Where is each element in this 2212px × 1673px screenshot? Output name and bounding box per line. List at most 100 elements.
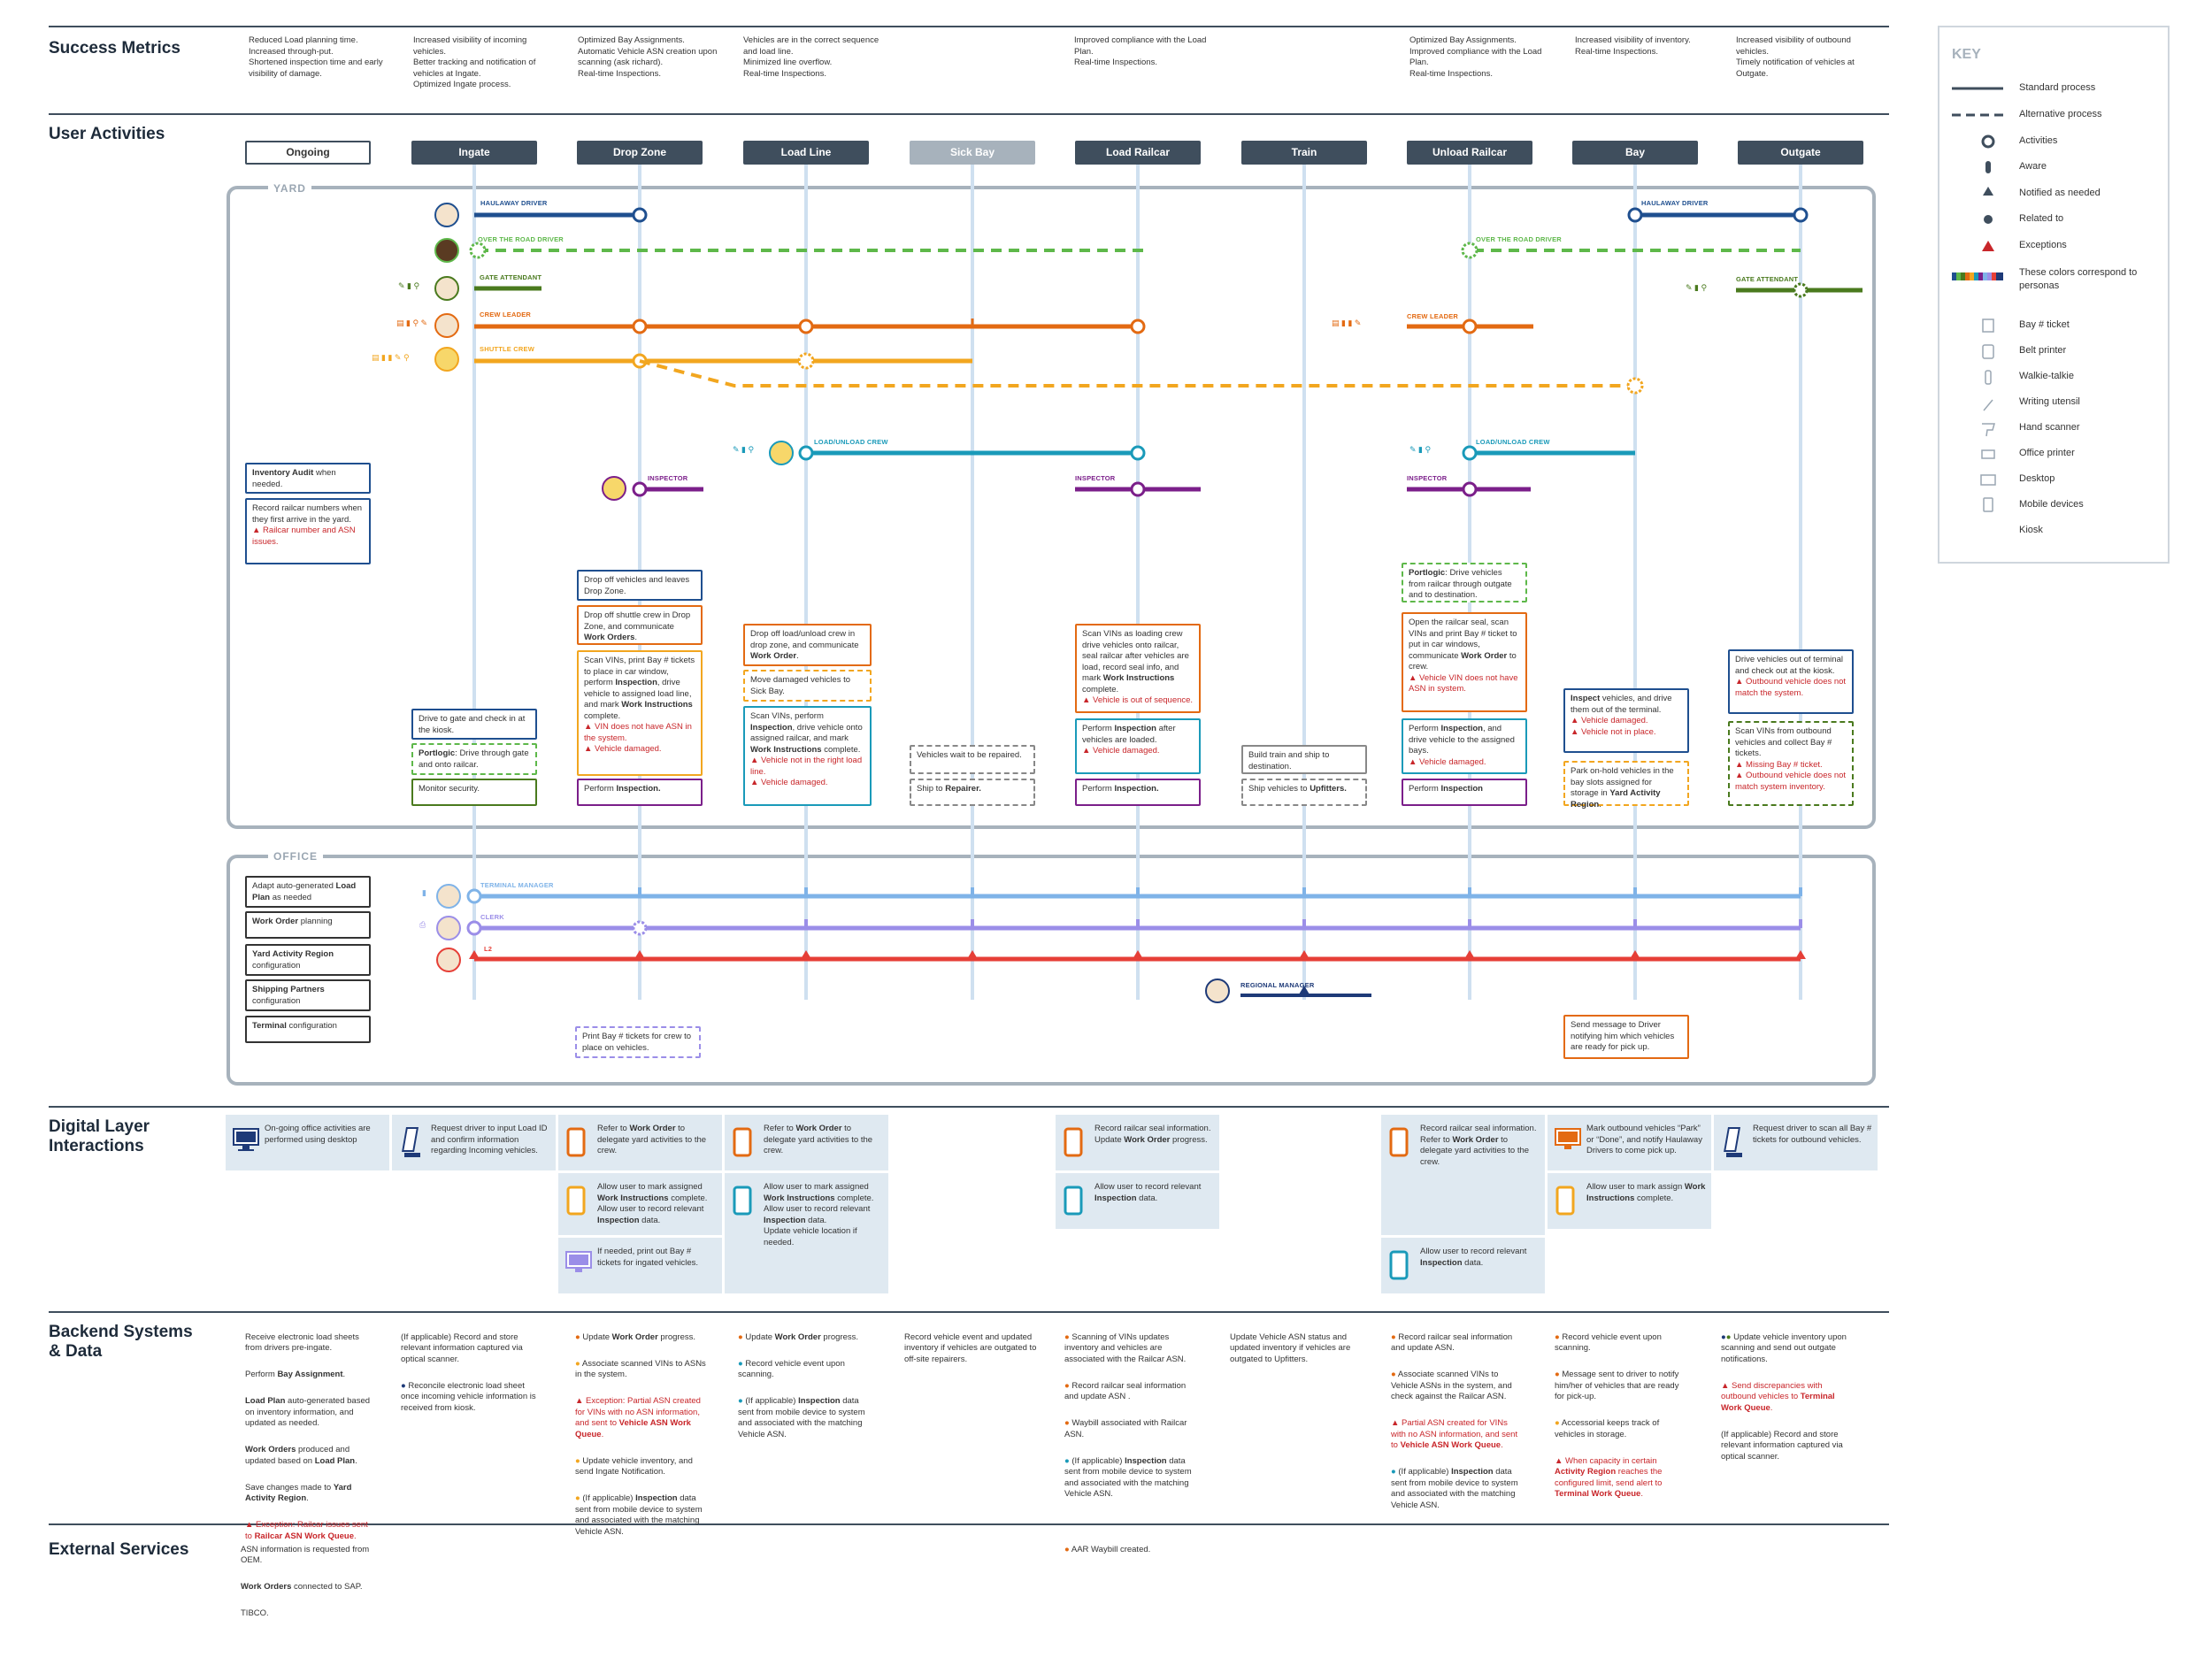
key-mobile: Mobile devices (2019, 499, 2084, 510)
digital-dz-work-instructions: Allow user to mark assigned Work Instruc… (558, 1173, 722, 1235)
kiosk-icon (399, 1127, 426, 1163)
clerk-printer-icon: ⎙ (419, 920, 426, 930)
persona-shuttle-label: SHUTTLE CREW (480, 345, 534, 353)
activity-inventory-audit: Inventory Audit when needed. (245, 463, 371, 494)
key-aware: Aware (2019, 161, 2047, 172)
key-standard: Standard process (2019, 82, 2095, 93)
digital-ll-work-order: Refer to Work Order to delegate yard act… (725, 1115, 888, 1170)
persona-crew-leader-label: CREW LEADER (480, 311, 531, 318)
office-work-order: Work Order planning (245, 911, 371, 939)
office-shipping-partners: Shipping Partners configuration (245, 979, 371, 1011)
persona-regional-label: REGIONAL MANAGER (1240, 981, 1314, 989)
key-office-printer: Office printer (2019, 448, 2075, 458)
mobile-device-icon (732, 1186, 755, 1220)
activity-og-drive: Drive vehicles out of terminal and check… (1728, 649, 1854, 714)
desktop-icon (565, 1250, 592, 1279)
activity-ingate-portlogic: Portlogic: Drive through gate and onto r… (411, 743, 537, 775)
activity-sb-wait: Vehicles wait to be repaired. (910, 745, 1035, 774)
persona-inspector-label-3: INSPECTOR (1407, 474, 1447, 482)
digital-ur-inspection: Allow user to record relevant Inspection… (1381, 1238, 1545, 1293)
backend-bay: ● Record vehicle event upon scanning. ● … (1555, 1321, 1687, 1516)
activity-lr-inspect: Perform Inspection after vehicles are lo… (1075, 718, 1201, 774)
persona-otr-label: OVER THE ROAD DRIVER (478, 235, 564, 243)
activity-ur-inspect: Perform Inspection, and drive vehicle to… (1402, 718, 1527, 774)
digital-lr-inspection: Allow user to record relevant Inspection… (1056, 1173, 1219, 1229)
external-ongoing: ASN information is requested from OEM. W… (241, 1533, 373, 1635)
activity-dz-inspection: Perform Inspection. (577, 779, 703, 806)
activity-ur-open: Open the railcar seal, scan VINs and pri… (1402, 612, 1527, 712)
persona-haulaway-label-2: HAULAWAY DRIVER (1641, 199, 1709, 207)
persona-clerk-label: CLERK (480, 913, 504, 921)
mobile-device-icon (1388, 1250, 1411, 1285)
backend-ongoing: Receive electronic load sheets from driv… (245, 1321, 376, 1558)
activity-ingate-drive: Drive to gate and check in at the kiosk. (411, 709, 537, 740)
key-alternative: Alternative process (2019, 109, 2102, 119)
office-load-plan: Adapt auto-generated Load Plan as needed (245, 876, 371, 908)
activity-ll-move: Move damaged vehicles to Sick Bay. (743, 670, 872, 702)
backend-train: Update Vehicle ASN status and updated in… (1230, 1321, 1363, 1381)
activity-record-railcar: Record railcar numbers when they first a… (245, 498, 371, 564)
backend-unloadrailcar: ● Record railcar seal information and up… (1391, 1321, 1524, 1527)
desktop-icon (233, 1127, 259, 1156)
key-related: Related to (2019, 213, 2063, 224)
persona-gate-label: GATE ATTENDANT (480, 273, 541, 281)
activity-ur-inspection: Perform Inspection (1402, 779, 1527, 806)
office-region-label: OFFICE (268, 850, 323, 863)
activity-dz-scan: Scan VINs, print Bay # tickets to place … (577, 650, 703, 776)
shuttle-tools-icon: ▤ ▮ ▮ ✎ ⚲ (372, 353, 410, 363)
activity-ingate-monitor: Monitor security. (411, 779, 537, 806)
office-print-tickets: Print Bay # tickets for crew to place on… (575, 1026, 701, 1058)
key-bay-ticket: Bay # ticket (2019, 319, 2070, 330)
key-belt-printer: Belt printer (2019, 345, 2066, 356)
digital-ur-seal: Record railcar seal information. Refer t… (1381, 1115, 1545, 1235)
key-hand-scanner: Hand scanner (2019, 422, 2080, 433)
key-activities: Activities (2019, 135, 2057, 146)
key-exceptions: Exceptions (2019, 240, 2067, 250)
gate-tools-icon: ✎ ▮ ⚲ (398, 281, 419, 291)
persona-load-unload-label-2: LOAD/UNLOAD CREW (1476, 438, 1550, 446)
avatars (435, 203, 1229, 1002)
persona-gate-label-2: GATE ATTENDANT (1736, 275, 1798, 283)
activity-sb-ship: Ship to Repairer. (910, 779, 1035, 806)
mobile-device-icon (565, 1127, 588, 1162)
mobile-device-icon (1388, 1127, 1411, 1162)
digital-outgate-kiosk: Request driver to scan all Bay # tickets… (1714, 1115, 1878, 1170)
activity-lr-inspection: Perform Inspection. (1075, 779, 1201, 806)
key-kiosk: Kiosk (2019, 525, 2043, 535)
activity-train-build: Build train and ship to destination. (1241, 745, 1367, 774)
digital-dz-work-order: Refer to Work Order to delegate yard act… (558, 1115, 722, 1170)
crew-leader-tools-icon: ▤ ▮ ⚲ ✎ (396, 318, 427, 328)
digital-ll-work-instructions: Allow user to mark assigned Work Instruc… (725, 1173, 888, 1293)
persona-l2-label: L2 (484, 945, 492, 953)
yard-region-label: YARD (268, 182, 311, 195)
office-yard-activity: Yard Activity Region configuration (245, 944, 371, 976)
persona-inspector-label: INSPECTOR (648, 474, 687, 482)
key-writing: Writing utensil (2019, 396, 2080, 407)
activity-ll-dropoff: Drop off load/unload crew in drop zone, … (743, 624, 872, 666)
key-panel: KEY Standard process Alternative process… (1938, 26, 2170, 564)
mobile-device-icon (1063, 1186, 1086, 1220)
gate-tools-icon-2: ✎ ▮ ⚲ (1686, 283, 1707, 293)
persona-otr-label-2: OVER THE ROAD DRIVER (1476, 235, 1562, 243)
persona-haulaway-label: HAULAWAY DRIVER (480, 199, 548, 207)
key-desktop: Desktop (2019, 473, 2055, 484)
digital-dz-print: If needed, print out Bay # tickets for i… (558, 1238, 722, 1293)
activity-dz-dropoff: Drop off vehicles and leaves Drop Zone. (577, 570, 703, 601)
activity-dz-shuttle: Drop off shuttle crew in Drop Zone, and … (577, 605, 703, 645)
key-colors: These colors correspond to personas (2019, 266, 2161, 293)
activity-ll-scan: Scan VINs, perform Inspection, drive veh… (743, 706, 872, 806)
backend-ingate: (If applicable) Record and store relevan… (401, 1321, 538, 1430)
load-unload-tools-icon-2: ✎ ▮ ⚲ (1409, 445, 1431, 455)
office-send-message: Send message to Driver notifying him whi… (1563, 1015, 1689, 1059)
activity-ur-portlogic: Portlogic: Drive vehicles from railcar t… (1402, 563, 1527, 602)
digital-kiosk-ingate: Request driver to input Load ID and conf… (392, 1115, 556, 1170)
key-walkie: Walkie-talkie (2019, 371, 2074, 381)
digital-bay-mark: Mark outbound vehicles “Park” or “Done”,… (1548, 1115, 1711, 1170)
activity-og-scan: Scan VINs from outbound vehicles and col… (1728, 721, 1854, 806)
activity-lr-scan: Scan VINs as loading crew drive vehicles… (1075, 624, 1201, 713)
desktop-icon (1555, 1127, 1581, 1156)
external-loadrailcar: ● AAR Waybill created. (1064, 1533, 1197, 1571)
mobile-device-icon (732, 1127, 755, 1162)
activity-train-ship: Ship vehicles to Upfitters. (1241, 779, 1367, 806)
terminal-manager-walkie-icon: ▮ (422, 888, 426, 898)
